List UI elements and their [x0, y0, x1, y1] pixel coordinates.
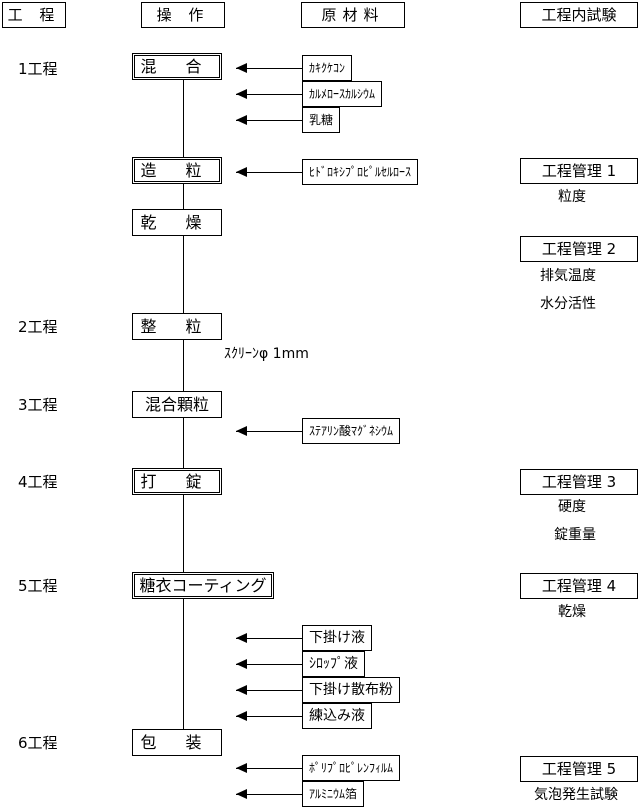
- header-qc: 工程内試験: [520, 2, 638, 28]
- operation-granulation: 造 粒: [132, 157, 222, 184]
- material-box: ｼﾛｯﾌﾟ液: [302, 651, 365, 677]
- material-box: 乳糖: [302, 107, 341, 133]
- material-box: ﾎﾟﾘﾌﾟﾛﾋﾟﾚﾝﾌｨﾙﾑ: [302, 755, 401, 781]
- arrow-10: [236, 763, 302, 773]
- header-step: 工 程: [2, 2, 66, 28]
- material-box: ｶﾙﾒﾛｰｽｶﾙｼｳﾑ: [302, 81, 383, 107]
- arrow-7: [236, 659, 302, 669]
- qc-item: 気泡発生試験: [534, 787, 618, 803]
- qc-box-4: 工程管理 4: [520, 573, 638, 599]
- step-label-5: 5工程: [18, 577, 58, 595]
- step-label-3: 3工程: [18, 396, 58, 414]
- screen-size-note: ｽｸﾘｰﾝφ 1mm: [224, 346, 309, 362]
- material-box: 練込み液: [302, 703, 372, 729]
- operation-tableting: 打 錠: [132, 468, 222, 495]
- operation-mixed-granules: 混合顆粒: [132, 391, 222, 418]
- material-box: ｶｷｸｹｺﾝ: [302, 55, 353, 81]
- material-box: ｽﾃｱﾘﾝ酸ﾏｸﾞﾈｼｳﾑ: [302, 418, 401, 444]
- qc-box-1: 工程管理 1: [520, 158, 638, 184]
- qc-box-3: 工程管理 3: [520, 469, 638, 495]
- qc-item: 錠重量: [554, 527, 596, 543]
- step-label-1: 1工程: [18, 60, 58, 78]
- operation-sugar-coating: 糖衣コーティング: [132, 572, 274, 599]
- material-box: ｱﾙﾐﾆｳﾑ箔: [302, 781, 365, 807]
- qc-item: 硬度: [558, 499, 586, 515]
- qc-box-5: 工程管理 5: [520, 756, 638, 782]
- header-operation: 操 作: [141, 2, 225, 28]
- qc-item: 乾燥: [558, 604, 586, 620]
- qc-item: 粒度: [558, 189, 586, 205]
- arrow-5: [236, 426, 302, 436]
- operation-drying: 乾 燥: [132, 209, 222, 236]
- step-label-4: 4工程: [18, 473, 58, 491]
- arrow-8: [236, 685, 302, 695]
- arrow-9: [236, 711, 302, 721]
- operation-sizing: 整 粒: [132, 313, 222, 340]
- step-label-2: 2工程: [18, 318, 58, 336]
- qc-item: 水分活性: [540, 296, 596, 312]
- operation-packaging: 包 装: [132, 729, 222, 756]
- step-label-6: 6工程: [18, 734, 58, 752]
- material-box: 下掛け散布粉: [302, 677, 400, 703]
- arrow-2: [236, 89, 302, 99]
- arrow-6: [236, 633, 302, 643]
- arrow-1: [236, 63, 302, 73]
- qc-item: 排気温度: [540, 268, 596, 284]
- arrow-4: [236, 167, 302, 177]
- material-box: 下掛け液: [302, 625, 372, 651]
- header-material: 原材料: [301, 2, 405, 28]
- arrow-11: [236, 789, 302, 799]
- material-box: ﾋﾄﾞﾛｷｼﾌﾟﾛﾋﾟﾙｾﾙﾛｰｽ: [302, 159, 419, 185]
- qc-box-2: 工程管理 2: [520, 236, 638, 262]
- operation-mixing: 混 合: [132, 53, 222, 80]
- arrow-3: [236, 115, 302, 125]
